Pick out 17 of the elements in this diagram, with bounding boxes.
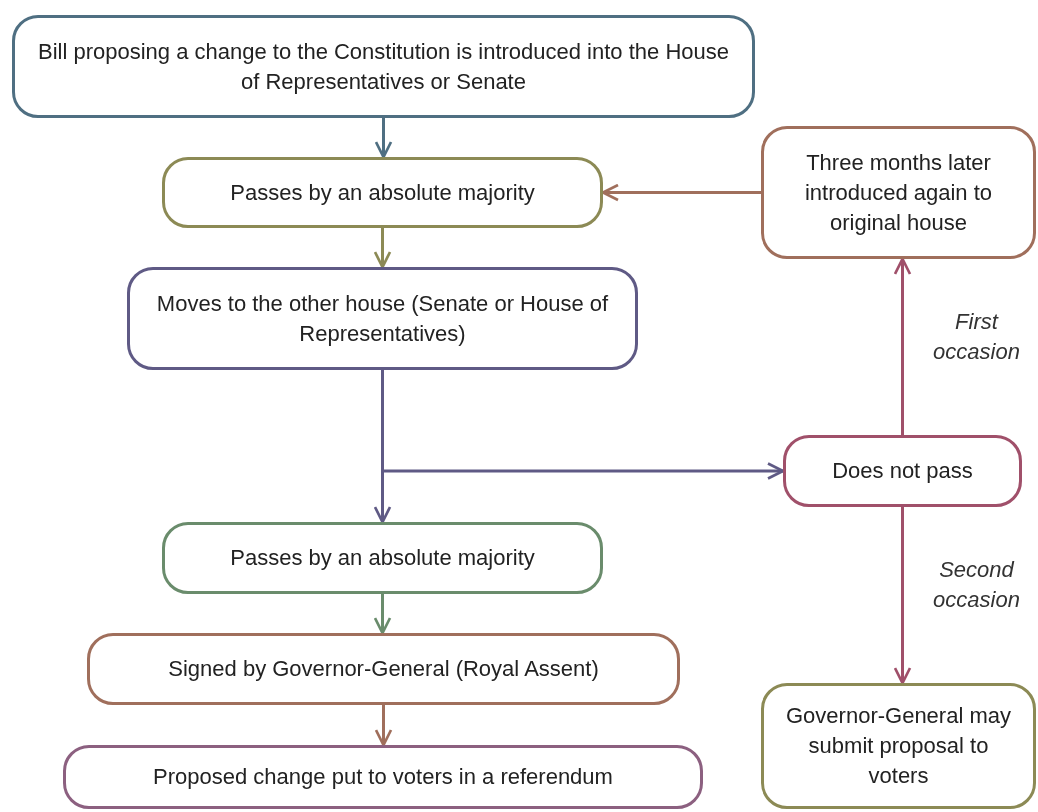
arrow (893, 507, 912, 685)
arrow (381, 370, 785, 480)
arrow (893, 257, 912, 435)
arrow (373, 228, 392, 269)
process-box: Signed by Governor-General (Royal Assent) (87, 633, 680, 705)
process-box: Three months later introduced again to original house (761, 126, 1036, 259)
process-box: Moves to the other house (Senate or House of Representatives) (127, 267, 638, 370)
arrow (374, 118, 393, 159)
arrow (374, 705, 393, 747)
process-box: Passes by an absolute majority (162, 157, 603, 228)
process-box: Passes by an absolute majority (162, 522, 603, 594)
arrow (373, 594, 392, 635)
process-box: Does not pass (783, 435, 1022, 507)
process-box: Governor-General may submit proposal to voters (761, 683, 1036, 809)
process-box: Proposed change put to voters in a referendum (63, 745, 703, 809)
arrow (601, 183, 761, 202)
process-box: Bill proposing a change to the Constitution is introduced into the House of Representatives or Senate (12, 15, 755, 118)
